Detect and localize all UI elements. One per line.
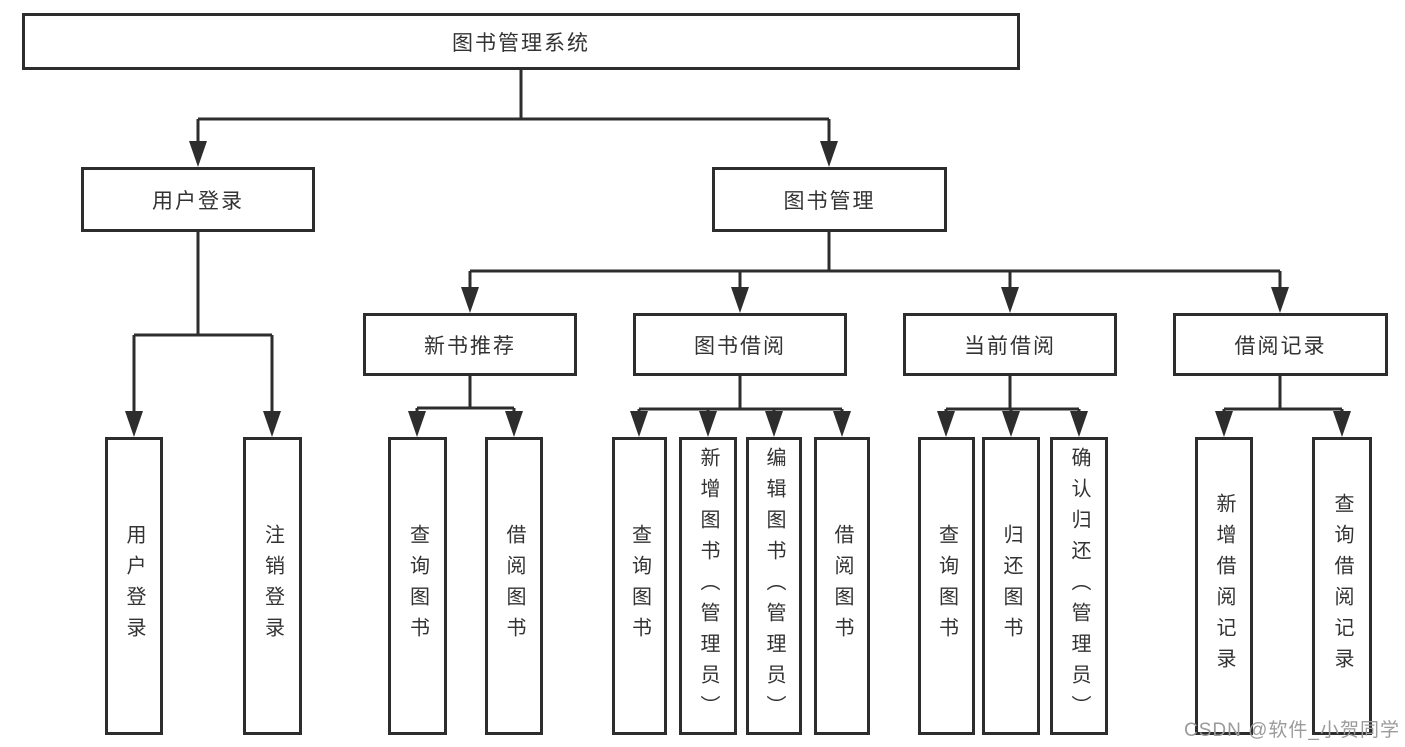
leaf-query-books-borrow-label: 查询图书 [628,524,651,648]
arrowheads [125,141,1351,437]
leaf-return-books-label: 归还图书 [1000,524,1022,648]
leaf-add-borrow-record-label: 新增借阅记录 [1213,493,1235,679]
leaf-borrow-books-label: 借阅图书 [831,524,853,648]
leaf-borrow-books-recommend: 借阅图书 [485,437,543,735]
leaf-edit-books-admin: 编辑图书（管理员） [746,437,802,735]
leaf-return-books: 归还图书 [982,437,1040,735]
watermark: CSDN @软件_小贺同学 [1184,720,1400,741]
leaf-query-books-current-label: 查询图书 [935,524,958,648]
leaf-query-books-recommend-label: 查询图书 [406,524,429,648]
node-library-system: 图书管理系统 [22,13,1020,70]
leaf-query-books-borrow: 查询图书 [612,437,667,735]
node-book-management: 图书管理 [712,167,947,232]
leaf-add-books-admin: 新增图书（管理员） [679,437,737,735]
leaf-borrow-books-recommend-label: 借阅图书 [503,524,525,648]
leaf-user-login-label: 用户登录 [123,524,145,648]
leaf-query-borrow-record: 查询借阅记录 [1312,437,1372,735]
leaf-add-books-admin-label: 新增图书（管理员） [697,446,719,726]
node-book-borrowing: 图书借阅 [633,313,847,376]
node-book-management-label: 图书管理 [783,189,876,213]
leaf-user-login: 用户登录 [105,437,163,735]
node-new-book-recommend-label: 新书推荐 [424,334,516,358]
node-new-book-recommend: 新书推荐 [363,313,577,376]
node-current-borrowing-label: 当前借阅 [964,334,1056,358]
leaf-add-borrow-record: 新增借阅记录 [1195,437,1253,735]
leaf-logout-label: 注销登录 [261,524,284,648]
node-current-borrowing: 当前借阅 [903,313,1117,376]
leaf-logout: 注销登录 [243,437,302,735]
node-library-system-label: 图书管理系统 [452,31,590,55]
node-borrowing-records-label: 借阅记录 [1234,334,1327,358]
node-borrowing-records: 借阅记录 [1173,313,1388,376]
leaf-borrow-books: 借阅图书 [814,437,870,735]
leaf-query-books-current: 查询图书 [918,437,975,735]
node-book-borrowing-label: 图书借阅 [694,334,786,358]
leaf-confirm-return-admin: 确认归还（管理员） [1050,437,1108,735]
leaf-confirm-return-admin-label: 确认归还（管理员） [1068,446,1090,726]
leaf-edit-books-admin-label: 编辑图书（管理员） [763,446,785,726]
leaf-query-books-recommend: 查询图书 [388,437,447,735]
node-user-login: 用户登录 [81,167,315,232]
node-user-login-label: 用户登录 [152,189,244,213]
leaf-query-borrow-record-label: 查询借阅记录 [1331,493,1353,679]
